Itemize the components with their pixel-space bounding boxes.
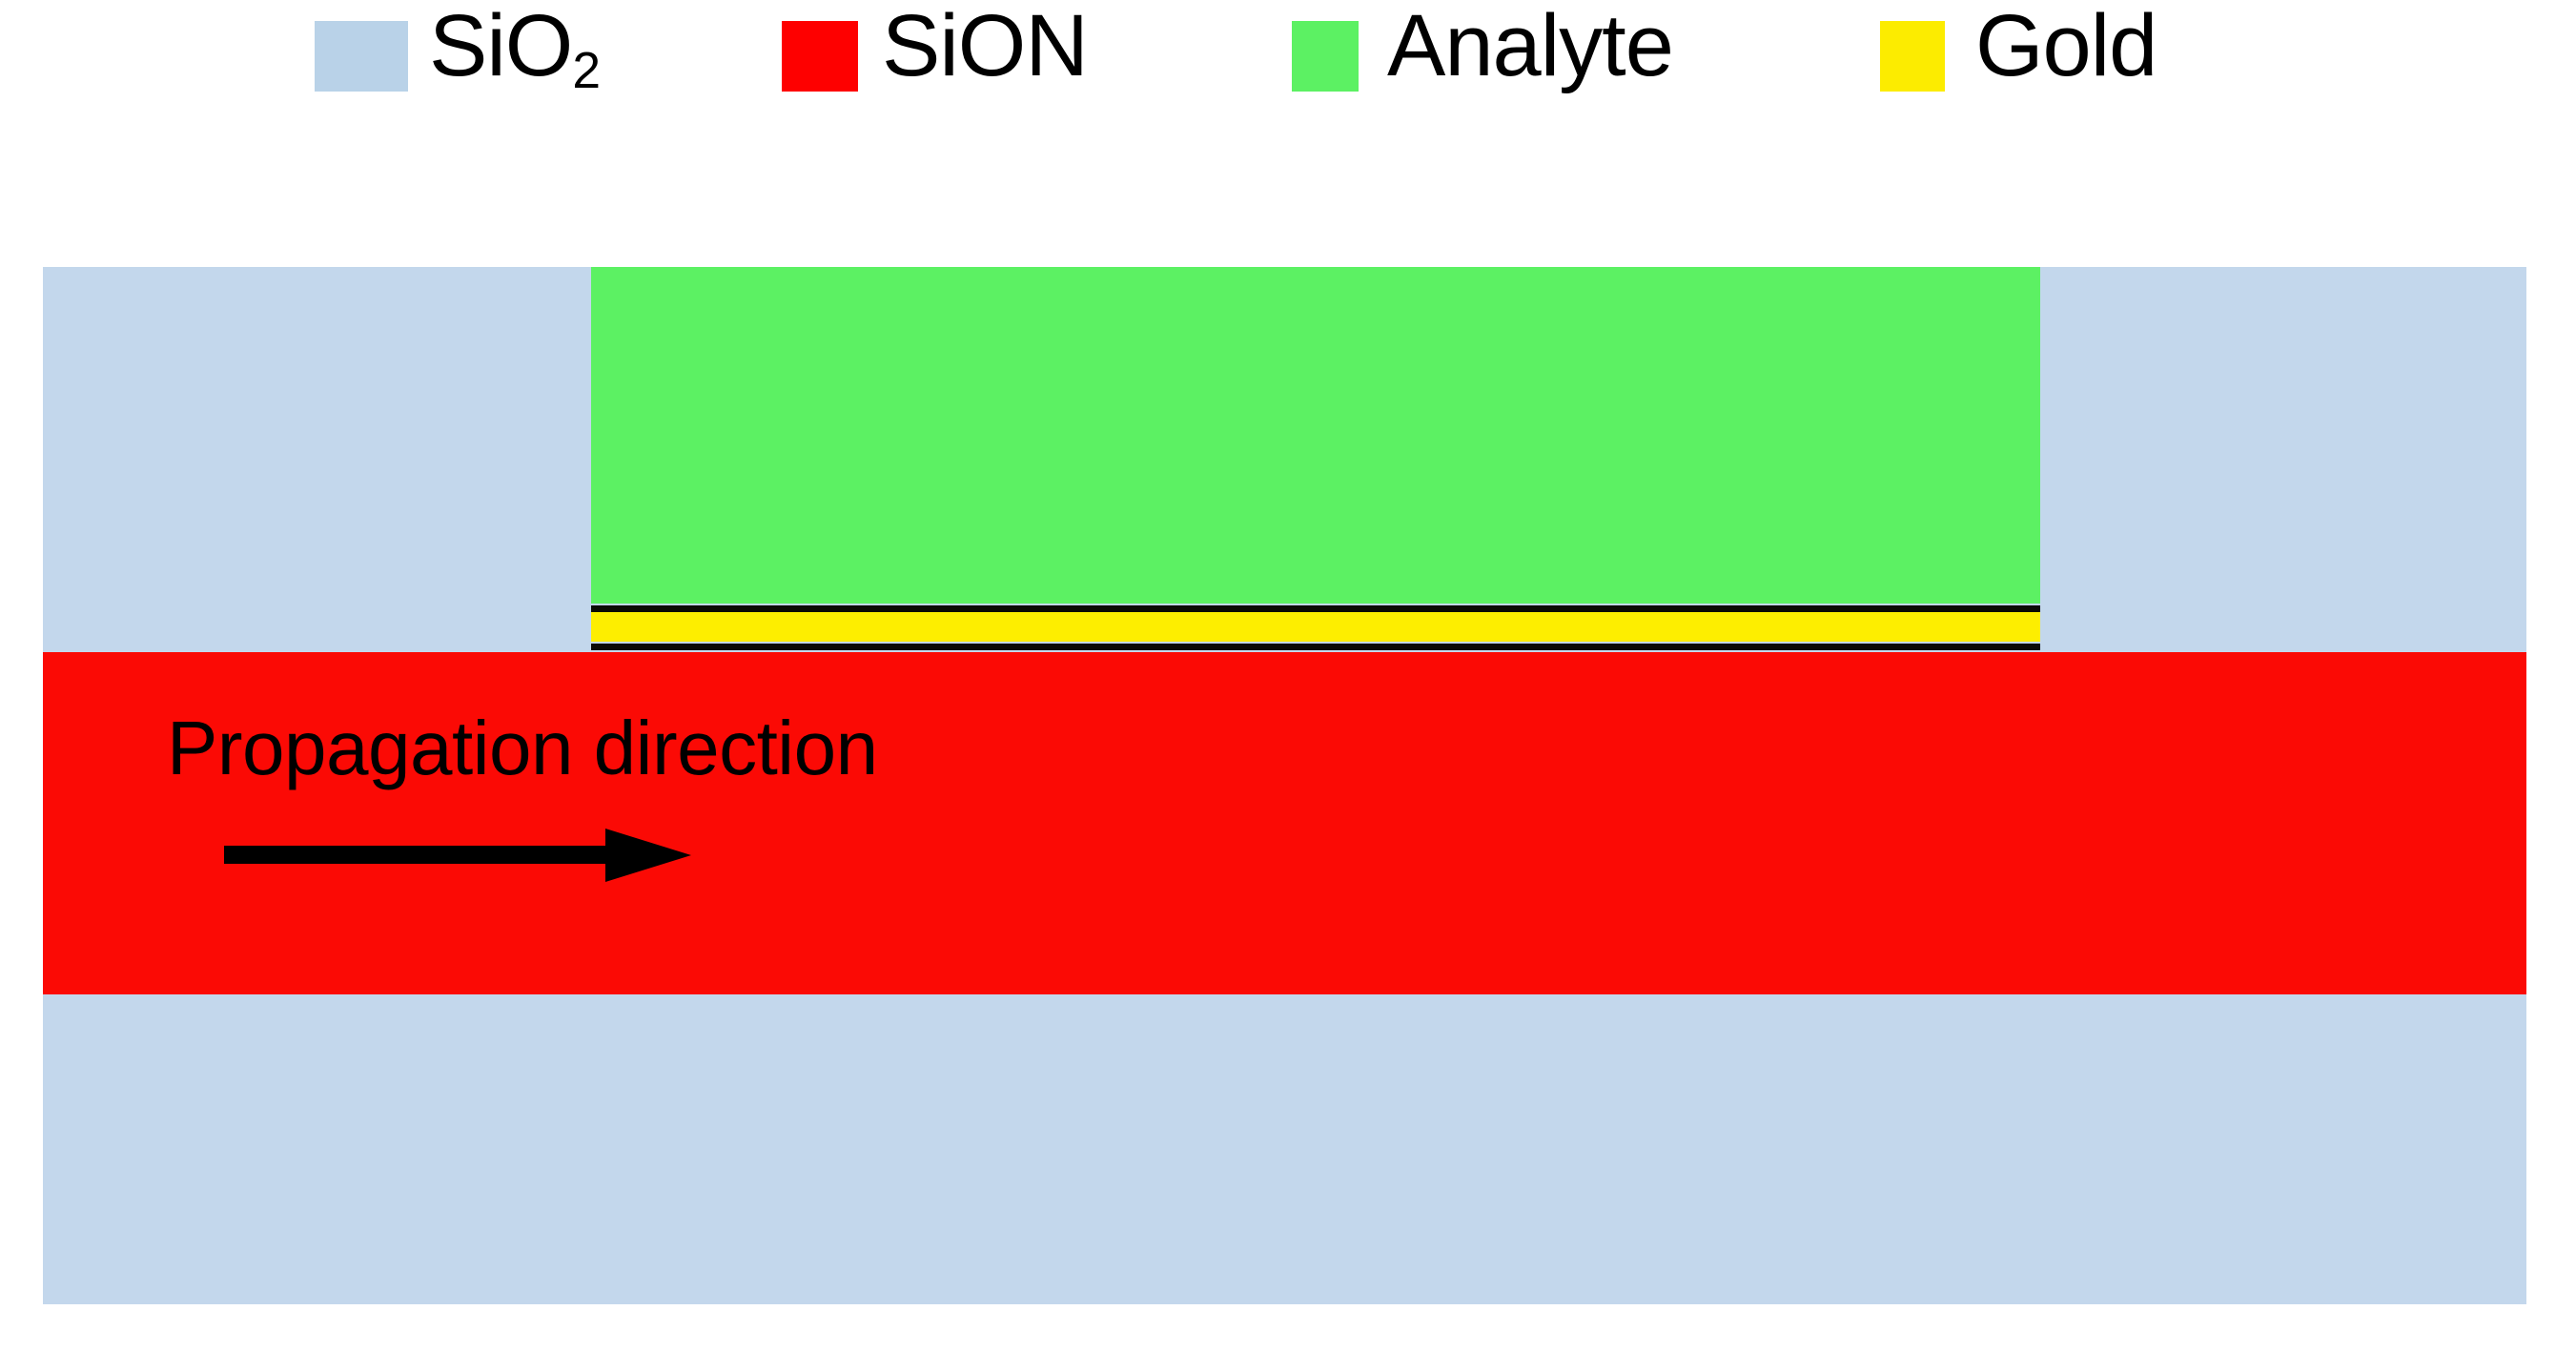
legend: SiO2 SiON Analyte Gold bbox=[0, 0, 2576, 124]
legend-swatch-sion bbox=[782, 21, 858, 92]
propagation-direction-arrow-icon bbox=[224, 829, 691, 882]
legend-label-analyte: Analyte bbox=[1387, 0, 1674, 94]
layer-gold-film bbox=[591, 612, 2040, 642]
propagation-annotation: Propagation direction bbox=[167, 710, 1120, 882]
layer-analyte bbox=[591, 267, 2040, 604]
legend-swatch-analyte bbox=[1292, 21, 1359, 92]
legend-label-sio2-text: SiO bbox=[429, 0, 573, 94]
legend-label-sio2-subscript: 2 bbox=[572, 43, 601, 100]
layer-sion-core bbox=[43, 652, 2526, 994]
layer-gold-outline-top bbox=[591, 605, 2040, 612]
legend-label-sion: SiON bbox=[882, 0, 1089, 94]
legend-label-sio2: SiO2 bbox=[429, 2, 601, 97]
waveguide-cross-section: Propagation direction bbox=[43, 267, 2526, 1304]
propagation-direction-label: Propagation direction bbox=[167, 706, 878, 790]
legend-swatch-sio2 bbox=[315, 21, 408, 92]
legend-swatch-gold bbox=[1880, 21, 1945, 92]
layer-gold-outline-bottom bbox=[591, 644, 2040, 650]
legend-label-gold: Gold bbox=[1975, 0, 2157, 94]
